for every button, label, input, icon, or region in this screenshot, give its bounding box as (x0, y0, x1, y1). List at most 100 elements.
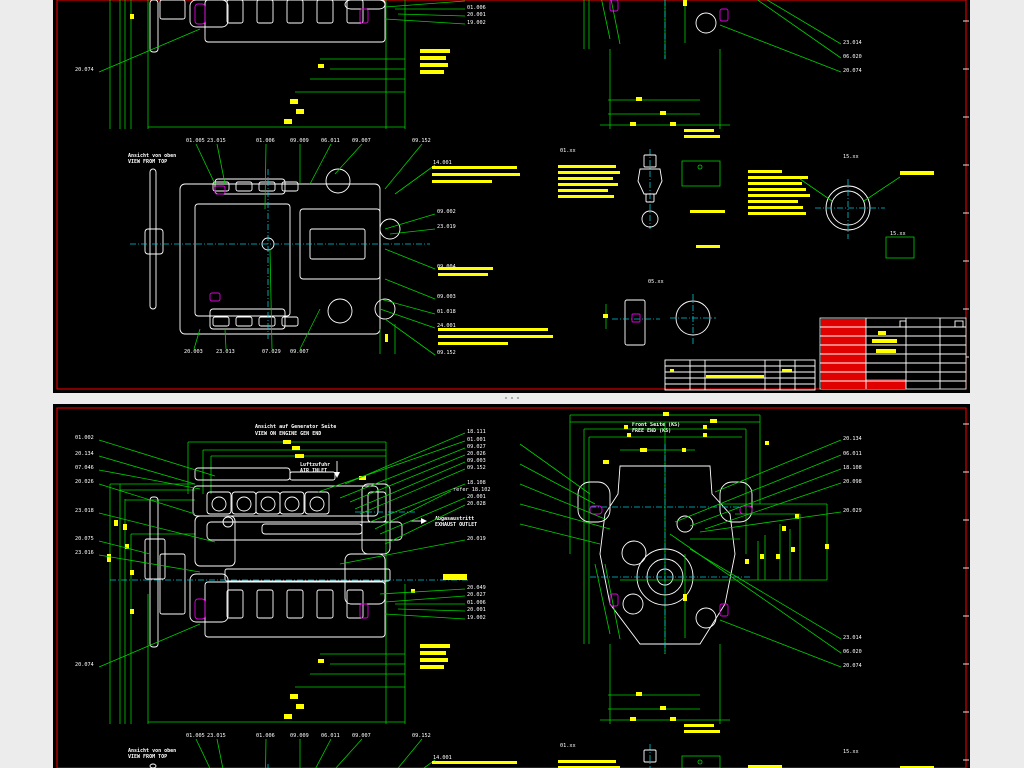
line (354, 461, 466, 510)
dimension-value-note (627, 433, 631, 437)
callout-label: 09.152 (412, 733, 431, 739)
sheet-border (56, 407, 967, 768)
dimension-value-note (630, 122, 636, 126)
shape (192, 485, 379, 517)
line (757, 0, 842, 59)
callout-label: 18.108 (467, 480, 486, 486)
view-title: VIEW ON ENGINE GEN END (255, 431, 321, 437)
dimension-value-note (660, 111, 666, 115)
dimension-value-note (748, 200, 798, 203)
line (519, 503, 611, 530)
line (863, 176, 901, 202)
line (719, 619, 842, 668)
dimension-value-note (130, 14, 134, 19)
dimension-value-note (438, 273, 488, 276)
dimension-value-note (624, 425, 628, 429)
callout-label: 09.009 (290, 733, 309, 739)
arrow-icon (334, 472, 340, 478)
line (98, 455, 196, 485)
line (339, 447, 466, 499)
callout-label: 06.011 (321, 138, 340, 144)
line (224, 328, 227, 350)
callout-label: 20.049 (467, 585, 486, 591)
line (519, 523, 601, 545)
shape (279, 491, 305, 515)
shape (149, 0, 159, 53)
dimension-value-note (438, 335, 553, 338)
dimension-value-note (130, 570, 134, 575)
dimension-value-note (359, 476, 366, 480)
line (384, 595, 466, 603)
line (519, 463, 596, 505)
line (689, 548, 842, 640)
dimension-value-note (636, 692, 642, 696)
line (98, 483, 196, 515)
line (379, 298, 436, 315)
dimension-value-note (703, 425, 707, 429)
line (369, 483, 466, 523)
circle-shape (695, 12, 717, 34)
callout-label: 23.018 (75, 508, 94, 514)
line (98, 28, 201, 73)
line (669, 533, 842, 654)
dimension-value-note (284, 119, 292, 124)
line (594, 563, 611, 635)
dimension-value-note (782, 369, 792, 372)
shape (719, 603, 729, 617)
shape (681, 160, 721, 187)
callout-label: refer 18.102 (453, 487, 490, 493)
shape (258, 316, 276, 327)
detail-label: 15.xx (890, 231, 906, 237)
shape (212, 181, 230, 192)
shape (289, 471, 336, 481)
circle-shape (697, 759, 703, 765)
callout-label: 20.075 (75, 536, 94, 542)
callout-label: 09.007 (290, 349, 309, 355)
callout-label: 20.026 (467, 451, 486, 457)
callout-label: 23.015 (207, 733, 226, 739)
circle-shape (621, 540, 647, 566)
callout-label: 20.028 (467, 501, 486, 507)
line (384, 213, 436, 230)
line (384, 278, 436, 300)
dimension-value-note (284, 714, 292, 719)
shape (609, 593, 619, 607)
dimension-value-note (603, 314, 608, 318)
shape (149, 763, 157, 768)
dimension-value-note (760, 554, 764, 559)
shape (281, 181, 299, 192)
callout-label: 01.005 (186, 138, 205, 144)
dimension-value-note (684, 135, 720, 138)
dimension-value-note (558, 183, 618, 186)
callout-label: 20.027 (467, 592, 486, 598)
dimension-value-note (640, 448, 647, 452)
callout-label: 23.015 (207, 138, 226, 144)
dimension-value-note (114, 520, 118, 526)
dimension-value-note (125, 544, 129, 549)
dimension-value-note (825, 544, 829, 549)
line (610, 0, 621, 45)
shape (719, 481, 753, 523)
callout-label: 14.001 (433, 755, 452, 761)
dimension-value-note (765, 441, 769, 445)
dimension-value-note (706, 375, 764, 378)
dimension-value-note (660, 706, 666, 710)
callout-label: 09.027 (467, 444, 486, 450)
callout-label: 20.029 (843, 508, 862, 514)
shape (206, 521, 403, 541)
callout-label: 01.001 (467, 437, 486, 443)
dimension-value-note (636, 97, 642, 101)
shape (194, 515, 236, 567)
dimension-value-note (703, 433, 707, 437)
line (98, 623, 201, 668)
callout-label: 23.013 (216, 349, 235, 355)
line (379, 308, 436, 329)
dimension-value-note (748, 765, 782, 768)
sheet-separator-dot (517, 397, 519, 399)
dimension-value-note (420, 49, 450, 53)
shape (212, 316, 230, 327)
dimension-value-note (558, 766, 620, 768)
title-block-red-field (821, 319, 866, 379)
line (379, 497, 466, 535)
annotation: AIR INLET (300, 468, 327, 474)
